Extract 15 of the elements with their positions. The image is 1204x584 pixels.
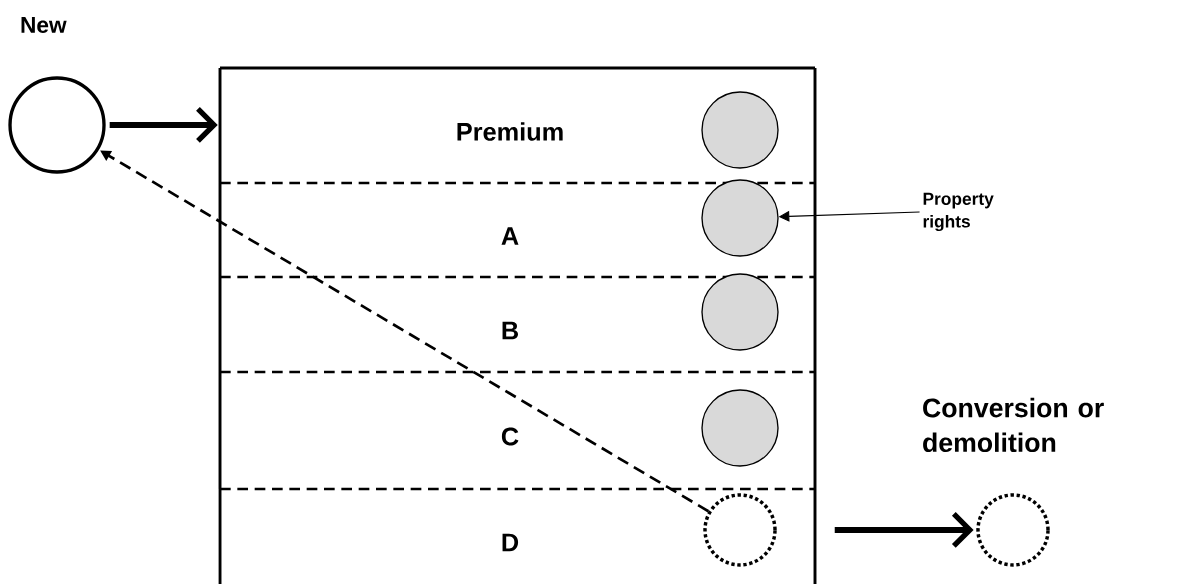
heading: Conversion or demolition xyxy=(923,397,1104,453)
circle xyxy=(701,273,779,351)
band-row: D xyxy=(218,487,817,584)
band-row: A xyxy=(218,181,817,277)
band-row: C xyxy=(218,370,817,489)
arrow xyxy=(834,512,974,548)
heading: New xyxy=(21,17,67,33)
circle xyxy=(703,493,777,567)
band-row: B xyxy=(218,275,817,372)
circle xyxy=(701,389,779,467)
arrow xyxy=(109,107,218,143)
annotation: Property rights xyxy=(923,192,994,232)
band-row: Premium xyxy=(218,66,817,183)
circle xyxy=(701,179,779,257)
circle xyxy=(701,91,779,169)
